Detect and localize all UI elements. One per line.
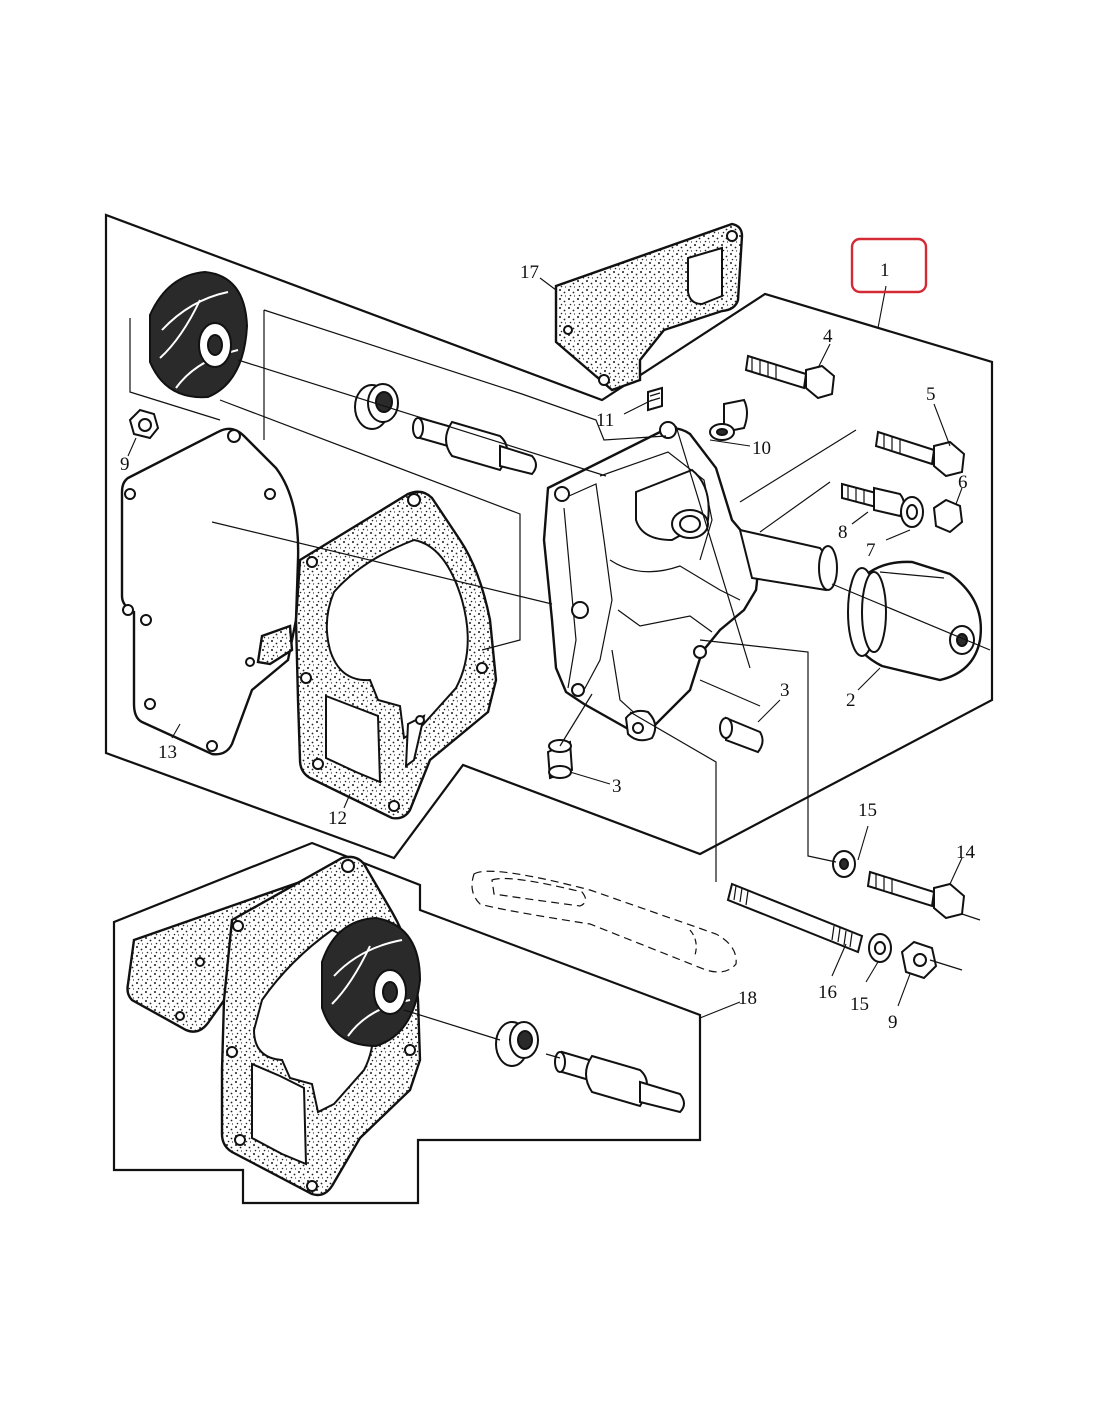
- label-17: 17: [520, 262, 539, 283]
- washer-15-lower: [868, 933, 892, 963]
- kit-impeller: [321, 916, 422, 1048]
- nut-9-lower: [900, 940, 938, 980]
- assembly-panel-outline: [104, 213, 994, 860]
- backplate-13: [120, 427, 300, 756]
- plug-10: [709, 398, 748, 441]
- label-14: 14: [956, 842, 976, 863]
- gasket-17: [554, 222, 744, 392]
- label-4: 4: [823, 326, 833, 347]
- label-6: 6: [958, 472, 968, 493]
- label-3-lower: 3: [612, 776, 622, 797]
- label-1: 1: [880, 260, 890, 281]
- nut-6: [932, 498, 964, 534]
- bolt-4: [744, 354, 836, 400]
- label-15-upper: 15: [858, 800, 877, 821]
- washer-15-upper: [832, 850, 856, 878]
- label-3-right: 3: [780, 680, 790, 701]
- washer-7: [900, 496, 924, 528]
- assembly-centerlines: [129, 309, 991, 1059]
- label-8: 8: [838, 522, 848, 543]
- part-labels: 1 2 3 3 4 5 6 7 8 9 9 10 11 12 13 14 15 …: [120, 237, 976, 1033]
- seal-upper: [354, 383, 399, 430]
- stud-8: [841, 482, 905, 518]
- pump-housing: [542, 421, 838, 742]
- label-13: 13: [158, 742, 177, 763]
- label-11: 11: [596, 410, 614, 431]
- pulley-hub-2: [847, 560, 983, 682]
- impeller-upper: [149, 270, 249, 399]
- bolt-14: [866, 870, 966, 920]
- label-2: 2: [846, 690, 856, 711]
- label-9-upper: 9: [120, 454, 130, 475]
- label-10: 10: [752, 438, 771, 459]
- highlight-box: [850, 237, 928, 294]
- label-12: 12: [328, 808, 347, 829]
- gasket-17-window: [687, 246, 723, 306]
- label-5: 5: [926, 384, 936, 405]
- kit-panel-outline: [112, 841, 702, 1205]
- bleed-screw-11: [647, 386, 663, 412]
- nut-9-upper: [128, 408, 160, 440]
- leader-lines: [127, 277, 963, 1019]
- label-9-lower: 9: [888, 1012, 898, 1033]
- label-16: 16: [818, 982, 837, 1003]
- bearing-shaft-upper: [412, 416, 537, 476]
- dowel-3-right: [719, 716, 764, 754]
- stud-16: [726, 882, 864, 954]
- gasket-12: [294, 490, 498, 820]
- phantom-shaft: [471, 870, 737, 973]
- label-7: 7: [866, 540, 876, 561]
- kit-seal: [495, 1021, 539, 1067]
- kit-bearing-shaft: [554, 1050, 685, 1114]
- label-18: 18: [738, 988, 757, 1009]
- stud-5: [874, 430, 966, 478]
- label-15-lower: 15: [850, 994, 869, 1015]
